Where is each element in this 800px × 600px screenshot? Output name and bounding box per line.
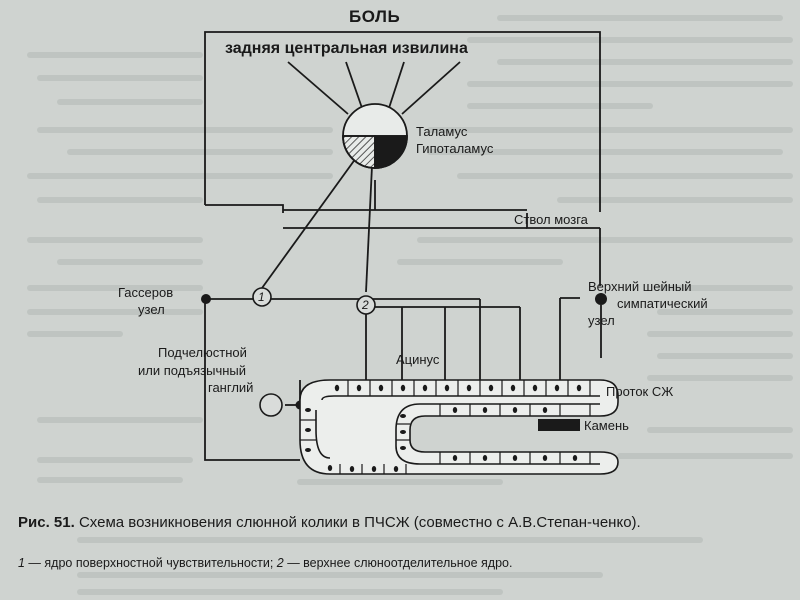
figure-caption: Рис. 51. Схема возникновения слюнной кол… [18, 513, 778, 532]
cervical-ganglion-label-line2: симпатический [617, 296, 708, 311]
gasser-ganglion-label-line2: узел [138, 302, 165, 317]
diagram-title: БОЛЬ [349, 7, 401, 26]
node-2-circle [356, 295, 376, 315]
node-2-label: 2 [362, 298, 369, 312]
figure-number: Рис. 51. [18, 514, 75, 531]
acinus-label: Ацинус [396, 352, 440, 367]
cervical-ganglion-label-line1: Верхний шейный [588, 279, 692, 294]
salivary-gland [299, 379, 619, 475]
ray-1 [287, 61, 349, 115]
fiber-thalamus-node1 [261, 157, 357, 289]
submandibular-label-line1: Подчелюстной [158, 345, 247, 360]
cervical-ganglion-label-line3: узел [588, 313, 615, 328]
figure-caption-text: Схема возникновения слюнной колики в ПЧС… [78, 514, 641, 531]
legend-text-1: — ядро поверхностной чувствительности; [24, 556, 277, 570]
gasser-ganglion-label-line1: Гассеров [118, 285, 174, 300]
ray-4 [401, 61, 461, 115]
brainstem-label: Ствол мозга [514, 212, 588, 227]
cervical-ganglion-dot [595, 293, 607, 305]
node-1-label: 1 [258, 290, 265, 304]
fiber-thalamus-node2 [365, 165, 373, 293]
figure-legend: 1 — ядро поверхностной чувствительности;… [18, 556, 512, 570]
gasser-ganglion-dot [201, 294, 211, 304]
duct-label: Проток СЖ [606, 384, 674, 399]
stone-label: Камень [584, 418, 629, 433]
legend-text-2: — верхнее слюноотделительное ядро. [283, 556, 513, 570]
node-1-circle [252, 287, 272, 307]
frame-left-path [204, 31, 601, 212]
legend-number-2: 2 [276, 556, 284, 570]
left-bracket-path [205, 204, 284, 213]
stone-marker [538, 419, 580, 431]
ray-3 [388, 61, 405, 109]
submandibular-ganglion-circle [259, 393, 283, 417]
hypothalamus-label: Гипоталамус [416, 141, 494, 156]
ray-2 [345, 61, 363, 109]
submandibular-label-line3: ганглий [208, 380, 254, 395]
submandibular-label-line2: или подъязычный [138, 363, 247, 378]
thalamus-label: Таламус [416, 124, 468, 139]
thalamus-circle [342, 103, 408, 169]
diagram-subtitle: задняя центральная извилина [225, 40, 468, 57]
legend-number-1: 1 [18, 556, 25, 570]
